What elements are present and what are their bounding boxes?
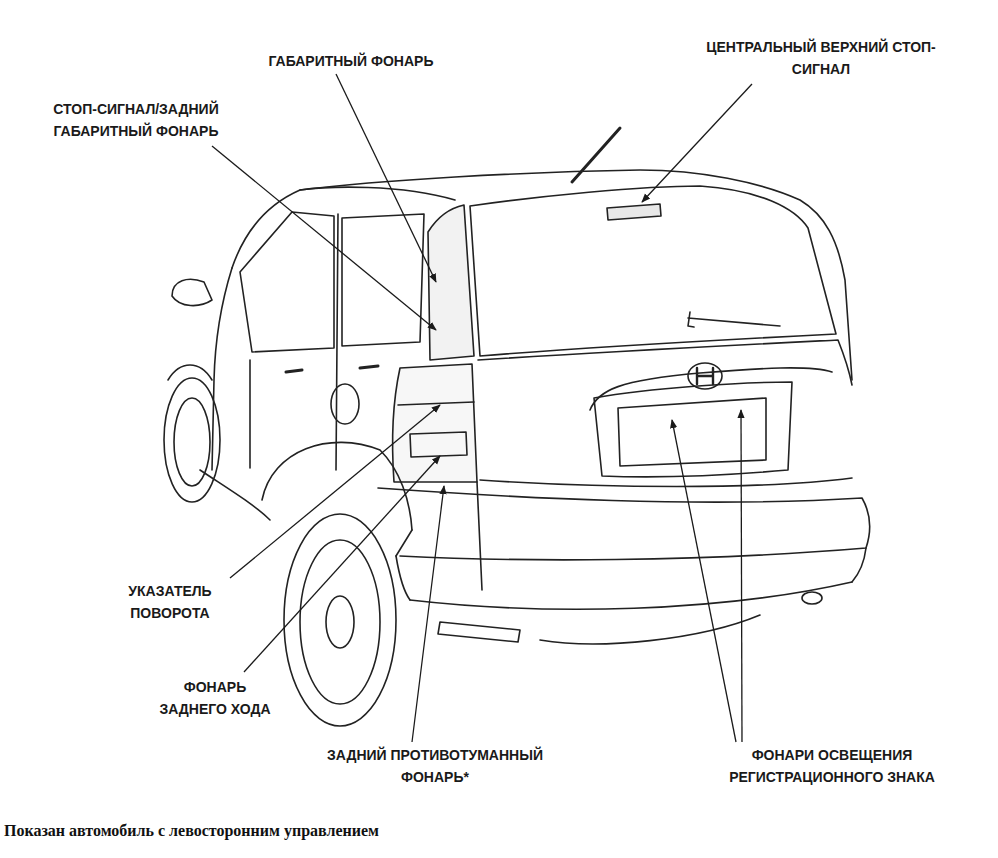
part-label: ФОНАРИ ОСВЕЩЕНИЯ РЕГИСТРАЦИОННОГО ЗНАКА (690, 744, 974, 788)
leader-lines (212, 74, 752, 742)
part-label: ЗАДНИЙ ПРОТИВОТУМАННЫЙ ФОНАРЬ* (300, 744, 570, 788)
part-label: СТОП-СИГНАЛ/ЗАДНИЙ ГАБАРИТНЫЙ ФОНАРЬ (16, 98, 256, 142)
part-label: ЦЕНТРАЛЬНЫЙ ВЕРХНИЙ СТОП-СИГНАЛ (690, 36, 952, 80)
car-body (164, 128, 869, 726)
part-label: ГАБАРИТНЫЙ ФОНАРЬ (236, 50, 466, 72)
part-label: ФОНАРЬ ЗАДНЕГО ХОДА (153, 676, 277, 720)
caption: Показан автомобиль с левосторонним управ… (4, 822, 379, 840)
part-label: УКАЗАТЕЛЬ ПОВОРОТА (108, 580, 232, 624)
